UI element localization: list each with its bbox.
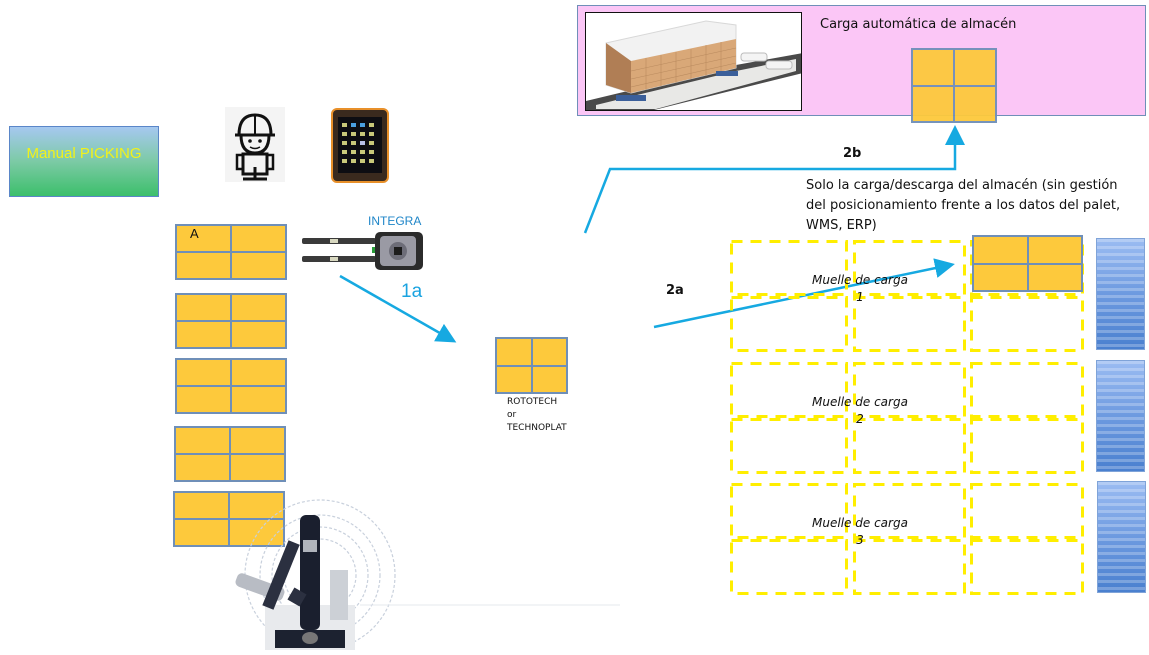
manual-picking-box: Manual PICKING	[9, 126, 159, 197]
pallet	[175, 358, 287, 414]
note-line: Solo la carga/descarga del almacén (sin …	[806, 178, 1118, 193]
dock-slot	[970, 296, 1084, 352]
forklift-label: INTEGRA	[368, 214, 422, 228]
dock-label-text: Muelle de carga	[812, 395, 908, 409]
pallet	[175, 293, 287, 349]
dock-slot	[970, 362, 1084, 418]
dock-pallet	[972, 235, 1083, 292]
warehouse-note: Solo la carga/descarga del almacén (sin …	[806, 176, 1120, 236]
station-label-line: or	[507, 410, 517, 420]
warehouse-panel: Carga automática de almacén	[577, 5, 1146, 116]
forklift-agv-icon	[300, 228, 428, 274]
dock-number: 3	[856, 533, 864, 547]
dock-slot	[853, 418, 966, 474]
dock-slot	[853, 240, 966, 296]
station-label: ROTOTECH or TECHNOPLAT	[507, 396, 567, 435]
dock-slot	[853, 539, 966, 595]
pallet-a-label: A	[190, 226, 199, 241]
arrow-2a	[653, 258, 955, 329]
dock-slot	[970, 483, 1084, 539]
dock-label: Muelle de carga 1	[790, 272, 930, 306]
note-line: del posicionamiento frente a los datos d…	[806, 198, 1121, 213]
dock-slot	[730, 240, 848, 296]
manual-picking-label: Manual PICKING	[26, 145, 142, 162]
station-label-line: TECHNOPLAT	[507, 423, 567, 433]
warehouse-panel-title: Carga automática de almacén	[820, 17, 1017, 32]
dock-slot	[853, 483, 966, 539]
note-line: WMS, ERP)	[806, 218, 877, 233]
dock-slot	[853, 296, 966, 352]
station-pallet	[495, 337, 568, 394]
dock-slot	[730, 362, 848, 418]
label-2b: 2b	[843, 146, 862, 161]
station-label-line: ROTOTECH	[507, 397, 558, 407]
dock-slot	[730, 296, 848, 352]
dock-number: 1	[856, 290, 864, 304]
dock-label-text: Muelle de carga	[812, 273, 908, 287]
label-2a: 2a	[666, 283, 684, 298]
shelf-1	[1096, 238, 1145, 350]
pallet	[173, 491, 285, 547]
dock-number: 2	[856, 412, 864, 426]
dock-slot	[730, 418, 848, 474]
dock-label-text: Muelle de carga	[812, 516, 908, 530]
rugged-tablet-icon	[331, 107, 389, 184]
automated-warehouse-image	[585, 12, 802, 111]
shelf-3	[1097, 481, 1146, 593]
robotic-arm-icon	[220, 460, 630, 651]
warehouse-pallet	[911, 48, 997, 123]
dock-label: Muelle de carga 3	[790, 515, 930, 549]
shelf-2	[1096, 360, 1145, 472]
dock-slot	[730, 539, 848, 595]
dock-slot	[730, 483, 848, 539]
dock-label: Muelle de carga 2	[790, 394, 930, 428]
dock-slot	[970, 539, 1084, 595]
label-1a: 1a	[401, 281, 423, 302]
arrow-1a	[339, 274, 457, 343]
dock-slot	[970, 418, 1084, 474]
pallet	[175, 224, 287, 280]
pallet	[174, 426, 286, 482]
arrow-2b	[583, 125, 965, 234]
dock-slot	[853, 362, 966, 418]
worker-icon	[225, 107, 285, 182]
